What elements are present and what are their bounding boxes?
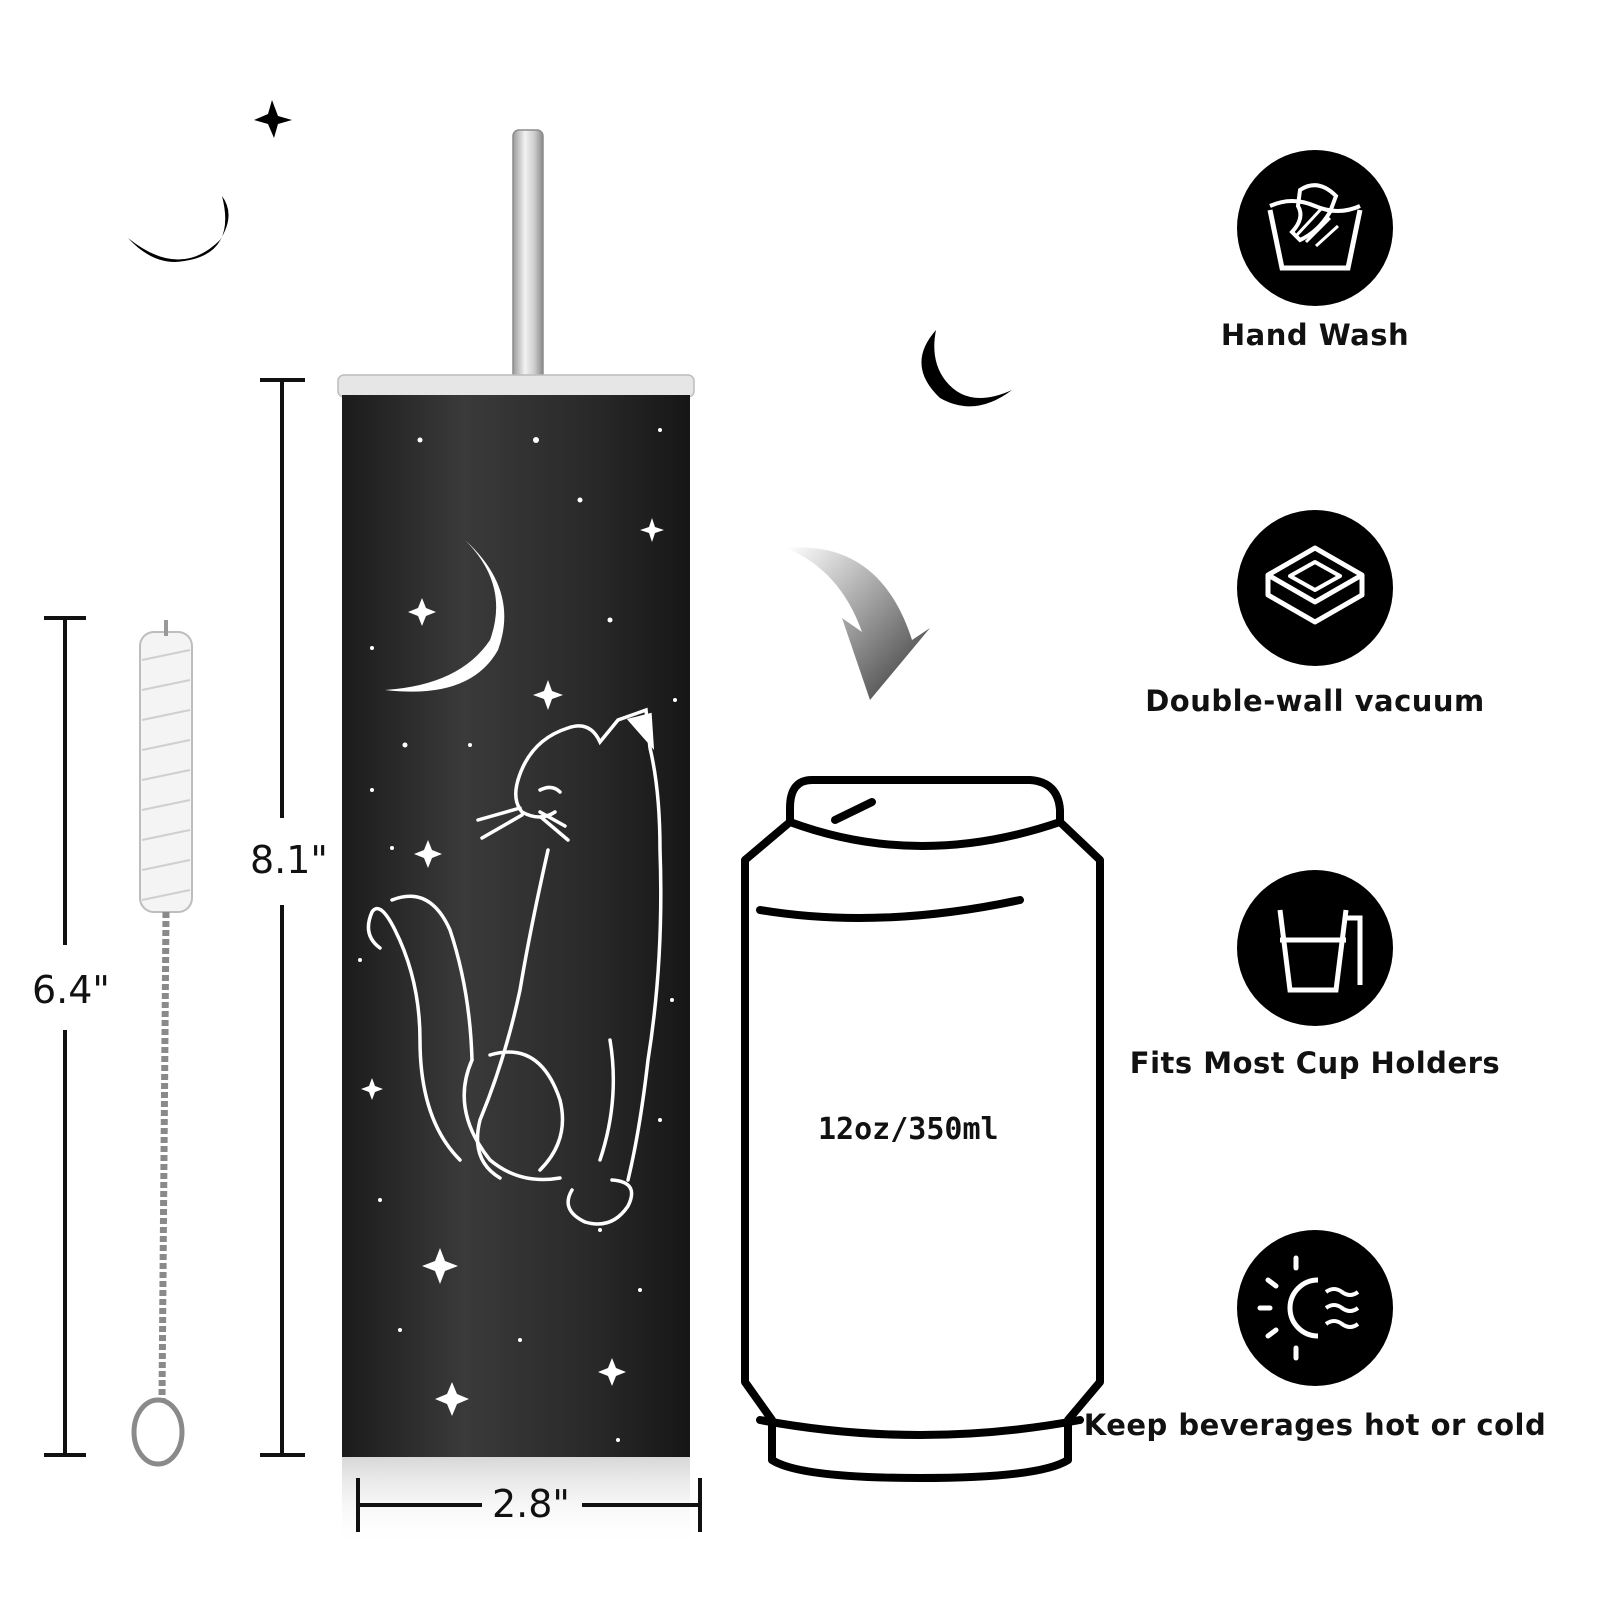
brush-length-label: 6.4" bbox=[32, 968, 110, 1012]
cat-line-art bbox=[366, 707, 663, 1226]
tumbler-height-dimension bbox=[260, 378, 305, 1457]
soda-can-outline bbox=[741, 776, 1104, 1482]
can-capacity-label: 12oz/350ml bbox=[818, 1112, 999, 1147]
cup-holder-icon bbox=[1237, 870, 1393, 1026]
feature-label-cup-holder: Fits Most Cup Holders bbox=[1129, 1046, 1501, 1080]
feature-label-hot-cold: Keep beverages hot or cold bbox=[1083, 1408, 1547, 1442]
tumbler-body bbox=[342, 395, 690, 1457]
tumbler-reflection bbox=[342, 1457, 690, 1547]
crescent-moon-icon bbox=[921, 330, 1012, 407]
tumbler-diameter-dimension bbox=[356, 1478, 702, 1532]
brush-length-dimension bbox=[44, 616, 86, 1457]
crescent-moon-icon bbox=[128, 196, 229, 262]
tumbler-lid bbox=[337, 374, 695, 398]
tumbler-height-label: 8.1" bbox=[250, 838, 328, 882]
straw bbox=[512, 129, 544, 381]
curved-arrow-icon bbox=[786, 547, 930, 700]
cleaning-brush bbox=[131, 620, 193, 1467]
hot-cold-icon bbox=[1237, 1230, 1393, 1386]
sparkle-star-icon bbox=[254, 100, 292, 138]
double-wall-icon bbox=[1237, 510, 1393, 666]
feature-label-double-wall: Double-wall vacuum bbox=[1145, 684, 1485, 718]
tumbler-stars bbox=[358, 428, 677, 1442]
hand-wash-icon bbox=[1237, 150, 1393, 306]
feature-label-hand-wash: Hand Wash bbox=[1220, 318, 1410, 352]
tumbler-diameter-label: 2.8" bbox=[492, 1482, 570, 1526]
